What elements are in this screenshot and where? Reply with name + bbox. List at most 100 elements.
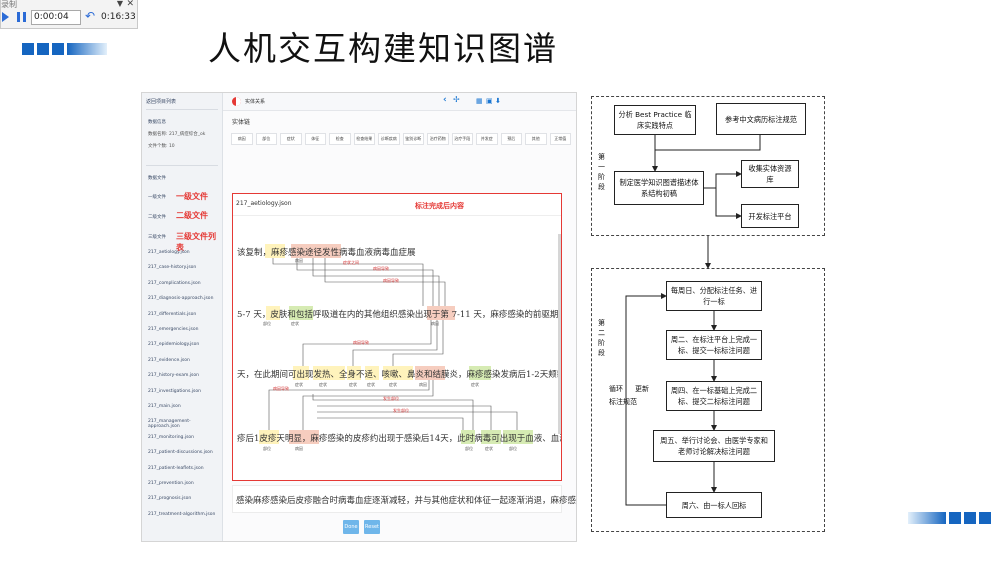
- relation-label: 病因导致: [373, 266, 389, 271]
- chevron-left-icon[interactable]: ‹: [443, 95, 447, 105]
- close-icon[interactable]: ✕: [126, 0, 134, 9]
- file-list-item[interactable]: 217_epidemiology.json: [148, 342, 200, 348]
- file-list-item[interactable]: 217_prognosis.json: [148, 496, 192, 502]
- text-line-5: 感染麻疹感染后皮疹融合时病毒血症逐渐减轻，并与其他症状和体征一起逐渐消退，麻疹感…: [236, 496, 577, 506]
- relation-label: 症状之间: [343, 260, 359, 265]
- entity-tag: 部位: [509, 446, 517, 451]
- text-preview: 感染麻疹感染后皮疹融合时病毒血症逐渐减轻，并与其他症状和体征一起逐渐消退，麻疹感…: [232, 485, 576, 513]
- file-list-item[interactable]: 217_evidence.json: [148, 357, 190, 363]
- entity-highlight[interactable]: [415, 366, 445, 380]
- play-icon[interactable]: [2, 12, 9, 22]
- entity-highlight[interactable]: [289, 430, 319, 444]
- entity-tag: 症状: [367, 382, 375, 387]
- file-list-item[interactable]: 217_history-exam.json: [148, 373, 199, 379]
- grid-icon[interactable]: ▦: [476, 97, 483, 105]
- navigate-icon[interactable]: ✢: [453, 95, 460, 104]
- entity-highlight[interactable]: [503, 430, 533, 444]
- relation-label: 病因导致: [273, 386, 289, 391]
- file-list-item[interactable]: 217_aetiology.json: [148, 250, 190, 255]
- file-list-item[interactable]: 217_emergencies.json: [148, 327, 199, 332]
- download-icon[interactable]: ⬇: [495, 97, 501, 105]
- entity-highlight[interactable]: [347, 366, 361, 380]
- file-list-item[interactable]: 217_management-approach.json: [148, 419, 191, 430]
- save-icon[interactable]: ▣: [486, 97, 493, 105]
- text-line-4: 疹后1皮疹天明显，麻疹感染的皮疹约出现于感染后14天，此时病毒可出现于血液、血液…: [237, 434, 561, 444]
- entity-type-button[interactable]: 治疗手段: [451, 133, 473, 145]
- done-button[interactable]: Done: [343, 520, 359, 534]
- slide-title: 人机交互构建知识图谱: [208, 29, 558, 68]
- file-list-item[interactable]: 217_investigations.json: [148, 388, 201, 394]
- entity-type-button[interactable]: 诊断疾病: [378, 133, 400, 145]
- entity-tag: 症状: [471, 382, 479, 387]
- divider: [146, 165, 218, 166]
- project-title: 实体链: [232, 119, 251, 126]
- entity-type-button[interactable]: 部位: [255, 133, 277, 145]
- entity-highlight[interactable]: [259, 430, 279, 444]
- reset-button[interactable]: Reset: [364, 520, 380, 534]
- entity-type-button[interactable]: 病因: [231, 133, 253, 145]
- entity-highlight[interactable]: [365, 366, 379, 380]
- panel-file-name: 217_aetiology.json: [236, 200, 292, 207]
- app-header: 实体关系 ‹ ✢ ▦ ▣ ⬇: [223, 93, 576, 111]
- sidebar: 返回项目列表 数据信息 数据名称: 217_病症综合_ok 文件个数: 10 数…: [142, 93, 223, 541]
- entity-highlight[interactable]: [461, 430, 475, 444]
- entity-highlight[interactable]: [293, 366, 309, 380]
- annotated-text-panel: 217_aetiology.json 标注完成后内容: [232, 193, 562, 481]
- entity-type-button[interactable]: 预后: [500, 133, 522, 145]
- box-develop-platform: 开发标注平台: [741, 204, 799, 228]
- file-list-item[interactable]: 217_main.json: [148, 404, 181, 409]
- entity-highlight[interactable]: [291, 244, 341, 258]
- entity-highlight[interactable]: [427, 306, 455, 320]
- recorder-title: 录制: [1, 0, 17, 9]
- back-to-projects-link[interactable]: 返回项目列表: [146, 99, 177, 105]
- chevron-down-icon[interactable]: ▼: [116, 0, 123, 8]
- entity-highlight[interactable]: [265, 244, 285, 258]
- entity-type-button[interactable]: 检查: [329, 133, 351, 145]
- loop-label-cycle: 循环: [609, 385, 623, 393]
- level2-files[interactable]: 二级文件: [148, 215, 166, 220]
- entity-highlight[interactable]: [289, 306, 313, 320]
- entity-tag: 部位: [263, 446, 271, 451]
- file-list-item[interactable]: 217_patient-leaflets.json: [148, 465, 204, 471]
- level3-files[interactable]: 三级文件: [148, 235, 166, 240]
- entity-type-button[interactable]: 治疗药物: [427, 133, 449, 145]
- pause-icon[interactable]: [17, 12, 26, 22]
- relation-label: 发生部位: [393, 408, 409, 413]
- elapsed-time-field[interactable]: 0:00:04: [31, 10, 81, 25]
- file-list-item[interactable]: 217_complications.json: [148, 280, 201, 286]
- entity-tag: 部位: [465, 446, 473, 451]
- entity-type-button[interactable]: 并发症: [476, 133, 498, 145]
- loop-label-spec: 标注规范: [609, 398, 637, 406]
- stage-two-label: 第二阶段: [598, 319, 605, 357]
- level1-files[interactable]: 一级文件: [148, 195, 166, 200]
- entity-highlight[interactable]: [313, 366, 345, 380]
- scrollbar[interactable]: [558, 234, 561, 434]
- relation-label: 发生部位: [383, 396, 399, 401]
- file-list-item[interactable]: 217_prevention.json: [148, 481, 194, 486]
- box-saturday: 周六、由一标人回标: [666, 492, 762, 518]
- entity-highlight[interactable]: [481, 430, 501, 444]
- entity-highlight[interactable]: [383, 366, 413, 380]
- screen-recorder-widget: 录制 ▼ ✕ 0:00:04 ↶ 0:16:33: [0, 0, 138, 29]
- project-section-title: 数据信息: [148, 120, 166, 125]
- entity-tag: 病因: [419, 382, 427, 387]
- entity-highlight[interactable]: [266, 306, 280, 320]
- entity-tag: 病因: [295, 258, 303, 263]
- undo-icon[interactable]: ↶: [85, 9, 96, 23]
- box-collect-entities: 收集实体资源库: [741, 160, 799, 188]
- entity-type-button[interactable]: 其他: [525, 133, 547, 145]
- entity-type-button[interactable]: 正常值: [549, 133, 571, 145]
- entity-highlight[interactable]: [469, 366, 491, 380]
- entity-type-button[interactable]: 鉴别诊断: [402, 133, 424, 145]
- entity-type-button[interactable]: 症状: [280, 133, 302, 145]
- file-list-item[interactable]: 217_case-history.json: [148, 265, 197, 271]
- file-list-item[interactable]: 217_differentials.json: [148, 311, 197, 317]
- file-list-item[interactable]: 217_patient-discussions.json: [148, 450, 213, 456]
- annotation-app-screenshot: 返回项目列表 数据信息 数据名称: 217_病症综合_ok 文件个数: 10 数…: [141, 92, 577, 542]
- file-list-item[interactable]: 217_diagnosis-approach.json: [148, 296, 214, 302]
- main-area: 实体关系 ‹ ✢ ▦ ▣ ⬇ 实体链 病因部位症状体征检查检查结果诊断疾病鉴别诊…: [223, 93, 576, 541]
- entity-type-button[interactable]: 体征: [304, 133, 326, 145]
- entity-type-button[interactable]: 检查结果: [353, 133, 375, 145]
- file-list-item[interactable]: 217_treatment-algorithm.json: [148, 511, 216, 517]
- file-list-item[interactable]: 217_monitoring.json: [148, 434, 195, 440]
